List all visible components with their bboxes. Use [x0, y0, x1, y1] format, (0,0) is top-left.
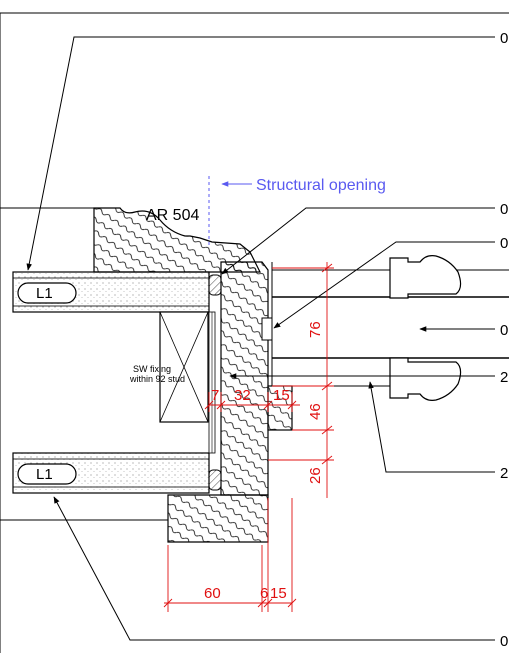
stop-notch — [261, 317, 273, 341]
architrave-bottom — [167, 494, 269, 543]
dim-7: 7 — [211, 387, 219, 404]
callout-5: 2 — [500, 369, 508, 386]
seal-bottom — [208, 469, 222, 491]
lining-bottom-label: L1 — [36, 466, 53, 483]
lining-top-tag — [17, 282, 77, 304]
moulding-top — [389, 255, 462, 299]
dim-26: 26 — [307, 467, 324, 484]
leader-7 — [53, 496, 495, 641]
leader-3 — [273, 241, 495, 329]
lining-bottom-tag — [17, 463, 77, 485]
leader-2 — [221, 207, 495, 275]
callout-7: 0 — [500, 633, 508, 650]
dimension-lines — [163, 262, 334, 612]
dim-6: 6 — [260, 585, 268, 602]
architrave-top — [93, 207, 261, 273]
structural-opening-label: Structural opening — [256, 177, 386, 194]
stud-note-line1: SW fixing — [133, 364, 171, 374]
dim-76: 76 — [307, 321, 324, 338]
dim-46: 46 — [307, 403, 324, 420]
stud-cross-2 — [159, 311, 209, 423]
callout-3: 0 — [500, 235, 508, 252]
jamb — [220, 261, 269, 496]
leader-1 — [26, 36, 495, 271]
callout-6: 2 — [500, 465, 508, 482]
leader-6 — [368, 381, 495, 473]
stud-note-line2: within 92 stud — [129, 374, 185, 384]
dim-15a: 15 — [273, 387, 290, 404]
moulding-bottom — [389, 357, 462, 401]
lining-top-label: L1 — [36, 285, 53, 302]
dim-60: 60 — [204, 585, 221, 602]
dim-15b: 15 — [270, 585, 287, 602]
seal-top — [208, 274, 222, 296]
callout-4: 0 — [500, 322, 508, 339]
dim-32: 32 — [234, 387, 251, 404]
callout-1: 0 — [500, 30, 508, 47]
architrave-label: AR 504 — [146, 207, 199, 224]
callout-2: 0 — [500, 201, 508, 218]
